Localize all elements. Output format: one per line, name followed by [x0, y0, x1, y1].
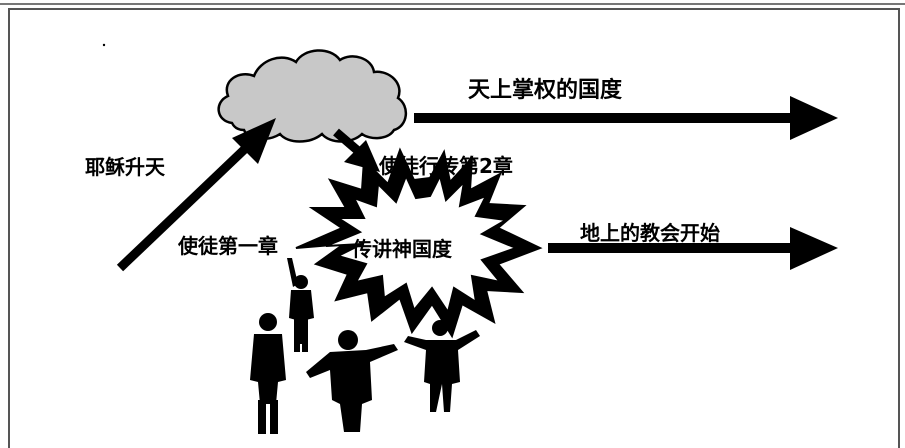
person-standing-silhouette	[250, 313, 286, 434]
person-gesturing-silhouette	[306, 330, 398, 432]
label-ascension: 耶稣升天	[85, 155, 165, 179]
label-church-begins: 地上的教会开始	[580, 221, 720, 245]
ascension-arrow	[116, 118, 276, 272]
church-begins-arrow	[548, 227, 838, 270]
person-arms-out-silhouette	[404, 320, 480, 412]
top-edge-line	[0, 3, 905, 5]
label-preach-kingdom: 传讲神国度	[352, 237, 452, 261]
cloud-icon	[217, 49, 407, 143]
heaven-kingdom-arrow	[414, 96, 838, 140]
burst-shape	[295, 147, 543, 339]
label-heaven-kingdom: 天上掌权的国度	[468, 78, 623, 103]
label-acts-chapter-2: 使徒行传第2章	[379, 154, 513, 178]
person-pointing-silhouette	[287, 258, 314, 352]
speck-dot	[102, 43, 106, 47]
label-acts-chapter-1: 使徒第一章	[178, 234, 278, 258]
acts2-arrow	[333, 128, 380, 172]
diagram-frame	[8, 8, 900, 448]
